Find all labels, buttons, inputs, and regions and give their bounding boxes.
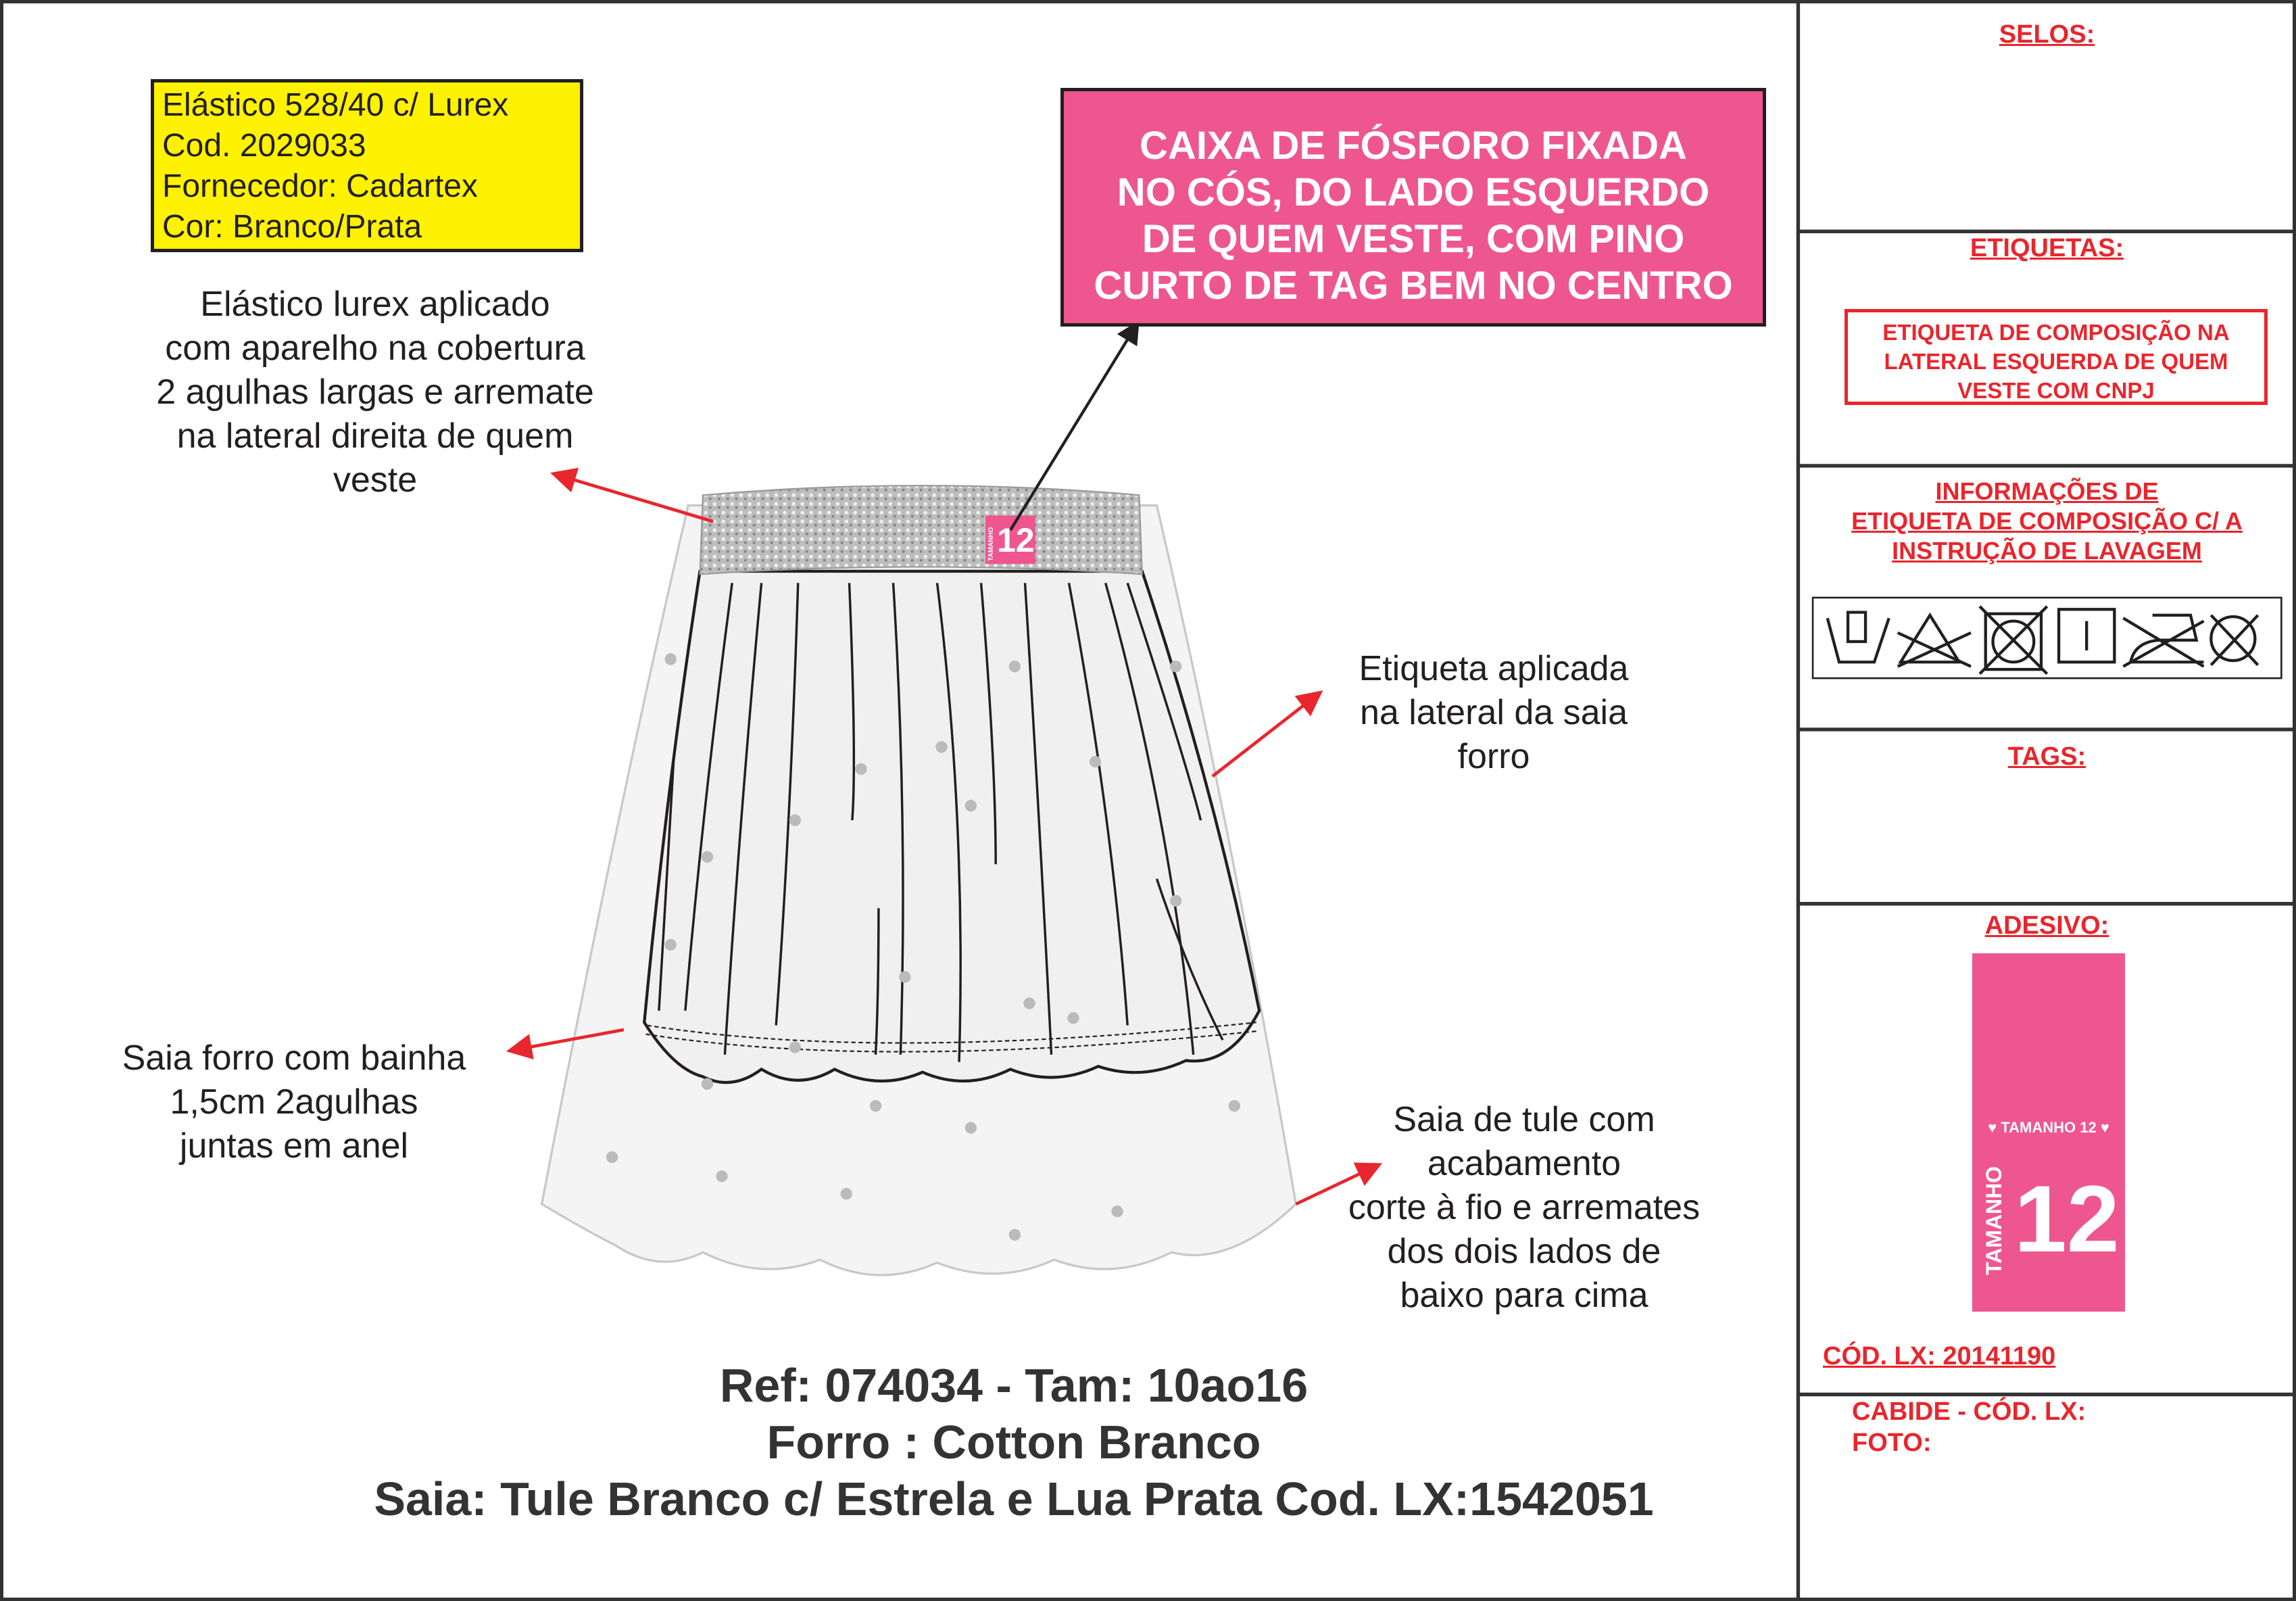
etiquetas-heading: ETIQUETAS: [1970, 234, 2124, 262]
star-moon-print [606, 653, 1240, 1241]
note-line: Saia forro com bainha [122, 1038, 466, 1078]
size-sticker: ♥ TAMANHO 12 ♥ TAMANHO 12 [1972, 953, 2125, 1312]
arrow-elastic [550, 467, 714, 523]
note-line: forro [1457, 737, 1530, 776]
arrow-tulle [1295, 1162, 1383, 1206]
note-line: Saia de tule com [1393, 1100, 1655, 1139]
info-line: INSTRUÇÃO DE LAVAGEM [1892, 537, 2202, 565]
line-dry-icon [2057, 608, 2116, 664]
note-lining-hem: Saia forro com bainha 1,5cm 2agulhas jun… [68, 1036, 520, 1168]
elastic-code: Cod. 2029033 [162, 128, 366, 164]
gather-lines [658, 582, 1224, 1062]
lurex-waistband [699, 485, 1143, 575]
care-info-heading: INFORMAÇÕES DE ETIQUETA DE COMPOSIÇÃO C/… [1798, 477, 2296, 566]
hanger-section: CABIDE - CÓD. LX: FOTO: [1852, 1396, 2086, 1458]
arrow-to-pink-callout [1009, 320, 1140, 531]
note-line: acabamento [1427, 1144, 1621, 1183]
panel-dividers [1796, 0, 2296, 1601]
tag-number: 12 [997, 521, 1035, 559]
sticker-side-text: TAMANHO [1982, 1166, 2006, 1275]
no-dry-clean-icon [2209, 614, 2260, 667]
note-line: corte à fio e arremates [1348, 1188, 1701, 1227]
lining-skirt [643, 569, 1261, 1084]
callout-line: NO CÓS, DO LADO ESQUERDO [1117, 170, 1710, 214]
note-line: na lateral direita de quem [176, 416, 574, 456]
sticker-code: CÓD. LX: 20141190 [1823, 1342, 2056, 1370]
note-line: Elástico lurex aplicado [200, 285, 550, 324]
note-line: veste [333, 460, 418, 500]
box-line: ETIQUETA DE COMPOSIÇÃO NA [1882, 320, 2230, 345]
care-symbols [1811, 596, 2282, 679]
sticker-top-label: TAMANHO 12 [2001, 1119, 2097, 1136]
info-line: ETIQUETA DE COMPOSIÇÃO C/ A [1851, 507, 2243, 535]
note-label-side: Etiqueta aplicada na lateral da saia for… [1284, 647, 1703, 779]
arrow-label [1211, 690, 1323, 778]
note-elastic: Elástico lurex aplicado com aparelho na … [101, 283, 649, 502]
no-tumble-dry-icon [1978, 605, 2049, 675]
no-iron-icon [2122, 613, 2205, 668]
elastic-spec-label: Elástico 528/40 c/ Lurex Cod. 2029033 Fo… [151, 79, 583, 252]
skirt-fabric: Saia: Tule Branco c/ Estrela e Lua Prata… [374, 1473, 1654, 1525]
note-line: na lateral da saia [1359, 693, 1628, 732]
spec-summary: Ref: 074034 - Tam: 10ao16 Forro : Cotton… [135, 1357, 1892, 1527]
elastic-supplier: Fornecedor: Cadartex [162, 168, 478, 204]
note-line: juntas em anel [179, 1126, 409, 1166]
no-bleach-icon [1897, 612, 1972, 668]
callout-line: CURTO DE TAG BEM NO CENTRO [1094, 264, 1733, 308]
lining-fabric: Forro : Cotton Branco [766, 1416, 1261, 1468]
ref-size: Ref: 074034 - Tam: 10ao16 [719, 1359, 1309, 1412]
photo-label: FOTO: [1852, 1429, 1932, 1457]
info-line: INFORMAÇÕES DE [1935, 477, 2159, 505]
matchbox-callout: CAIXA DE FÓSFORO FIXADA NO CÓS, DO LADO … [1060, 88, 1766, 327]
sticker-top-text: ♥ TAMANHO 12 ♥ [1988, 1119, 2109, 1136]
note-tulle: Saia de tule com acabamento corte à fio … [1284, 1098, 1764, 1318]
composition-label-box: ETIQUETA DE COMPOSIÇÃO NA LATERAL ESQUER… [1845, 309, 2268, 405]
hanger-code-label: CABIDE - CÓD. LX: [1852, 1397, 2086, 1426]
callout-line: DE QUEM VESTE, COM PINO [1142, 217, 1685, 261]
note-line: baixo para cima [1400, 1276, 1648, 1315]
hand-wash-icon [1826, 611, 1890, 664]
elastic-color: Cor: Branco/Prata [162, 209, 422, 245]
note-line: Etiqueta aplicada [1359, 649, 1629, 688]
elastic-name: Elástico 528/40 c/ Lurex [162, 87, 509, 123]
note-line: dos dois lados de [1387, 1232, 1661, 1271]
adesivo-heading: ADESIVO: [1984, 911, 2109, 940]
tags-heading: TAGS: [2007, 742, 2086, 771]
box-line: LATERAL ESQUERDA DE QUEM [1884, 349, 2228, 374]
arrow-lining [506, 1028, 625, 1059]
selos-heading: SELOS: [1999, 20, 2095, 49]
box-line: VESTE COM CNPJ [1957, 378, 2155, 403]
waistband-size-tag [985, 515, 1035, 565]
waistband-tag-text: TAMANHO 12 [985, 516, 1035, 564]
callout-line: CAIXA DE FÓSFORO FIXADA [1140, 124, 1687, 168]
note-line: com aparelho na cobertura [165, 329, 585, 368]
sticker-number: 12 [2014, 1166, 2120, 1272]
note-line: 2 agulhas largas e arremate [156, 373, 594, 412]
note-line: 1,5cm 2agulhas [170, 1082, 418, 1122]
tag-small-text: TAMANHO [987, 527, 995, 561]
